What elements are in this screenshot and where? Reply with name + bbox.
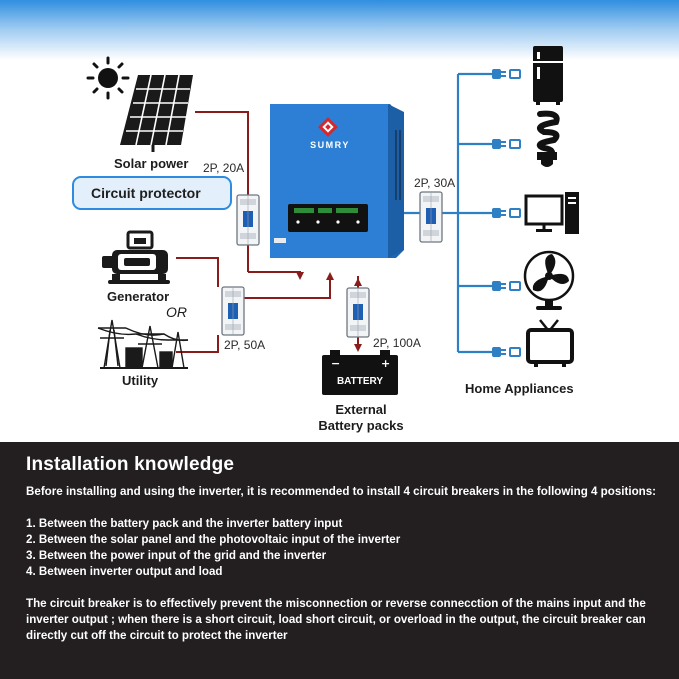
generator-label: Generator	[107, 289, 170, 304]
plug-icon	[492, 69, 521, 79]
circuit-breaker-icon	[221, 286, 245, 336]
or-label: OR	[166, 304, 187, 320]
fan-icon	[523, 250, 575, 310]
sun-icon	[86, 56, 130, 100]
list-item: 2. Between the solar panel and the photo…	[26, 533, 401, 546]
svg-text:+: +	[381, 357, 390, 370]
wiring-diagram: − +	[0, 0, 679, 442]
breaker-position-list: 1. Between the battery pack and the inve…	[26, 516, 665, 580]
solar-power-label: Solar power	[114, 156, 189, 171]
pv-to-inverter-wire	[248, 271, 304, 280]
plug-icon	[492, 208, 521, 218]
circuit-breaker-icon	[346, 287, 370, 338]
output-breaker-rating: 2P, 30A	[414, 176, 456, 190]
tv-icon	[526, 319, 574, 367]
solar-breaker-rating: 2P, 20A	[203, 161, 245, 175]
circuit-protector-callout: Circuit protector	[72, 176, 232, 210]
plug-icons	[492, 69, 521, 357]
info-title: Installation knowledge	[26, 454, 235, 475]
battery-icon: − +	[322, 350, 398, 395]
output-wiring	[398, 72, 492, 354]
info-footer: The circuit breaker is to effectively pr…	[26, 597, 646, 642]
generator-wire	[176, 257, 219, 287]
plug-icon	[492, 281, 521, 291]
utility-tower-icon	[97, 319, 189, 369]
solar-panel-icon	[120, 74, 193, 152]
list-item: 4. Between inverter output and load	[26, 565, 223, 578]
light-bulb-icon	[536, 110, 560, 167]
home-appliances-label: Home Appliances	[465, 381, 574, 396]
info-intro: Before installing and using the inverter…	[26, 485, 657, 498]
solar-wire	[195, 111, 249, 195]
battery-breaker-rating: 2P, 100A	[373, 336, 421, 350]
plug-icon	[492, 347, 521, 357]
grid-breaker-rating: 2P, 50A	[224, 338, 266, 352]
generator-icon	[102, 230, 170, 284]
svg-text:−: −	[331, 357, 340, 370]
inverter-brand: SUMRY	[310, 140, 350, 150]
computer-icon	[524, 192, 579, 234]
utility-wire	[176, 335, 219, 353]
logo-icon	[318, 117, 338, 137]
battery-up-arrow	[354, 278, 362, 286]
list-item: 1. Between the battery pack and the inve…	[26, 517, 343, 530]
battery-label: BATTERY	[336, 376, 384, 387]
battery-caption-line2: Battery packs	[318, 418, 404, 433]
fridge-icon	[533, 46, 563, 105]
circuit-breaker-icon	[419, 191, 443, 243]
installation-knowledge-panel: Installation knowledge Before installing…	[0, 442, 679, 679]
utility-label: Utility	[122, 373, 159, 388]
circuit-breaker-icon	[236, 194, 260, 246]
grid-to-inverter-wire	[232, 272, 334, 310]
battery-caption-line1: External	[335, 402, 387, 417]
wiring-diagram-graphics: − +	[86, 46, 579, 395]
list-item: 3. Between the power input of the grid a…	[26, 549, 327, 562]
plug-icon	[492, 139, 521, 149]
inverter-icon	[270, 104, 404, 258]
